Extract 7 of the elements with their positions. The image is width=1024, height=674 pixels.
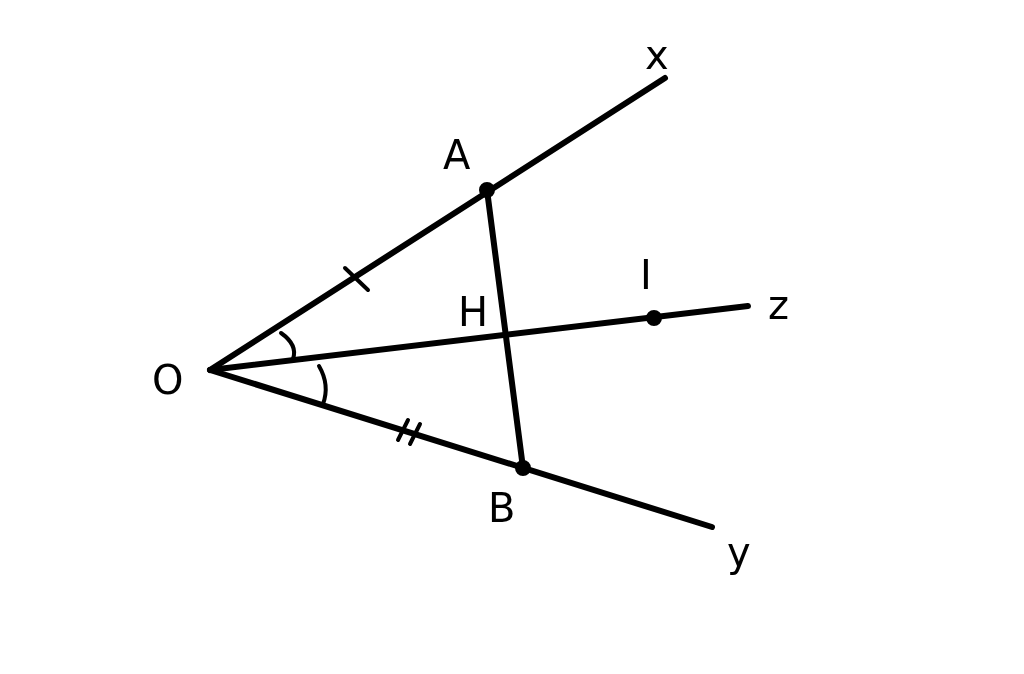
point-label: H	[458, 292, 489, 332]
point-label: I	[640, 255, 652, 295]
point-label: O	[152, 360, 184, 400]
point-label: A	[443, 135, 471, 175]
point-label: x	[645, 35, 669, 75]
point-label: z	[768, 285, 789, 325]
point-label: B	[488, 488, 516, 528]
